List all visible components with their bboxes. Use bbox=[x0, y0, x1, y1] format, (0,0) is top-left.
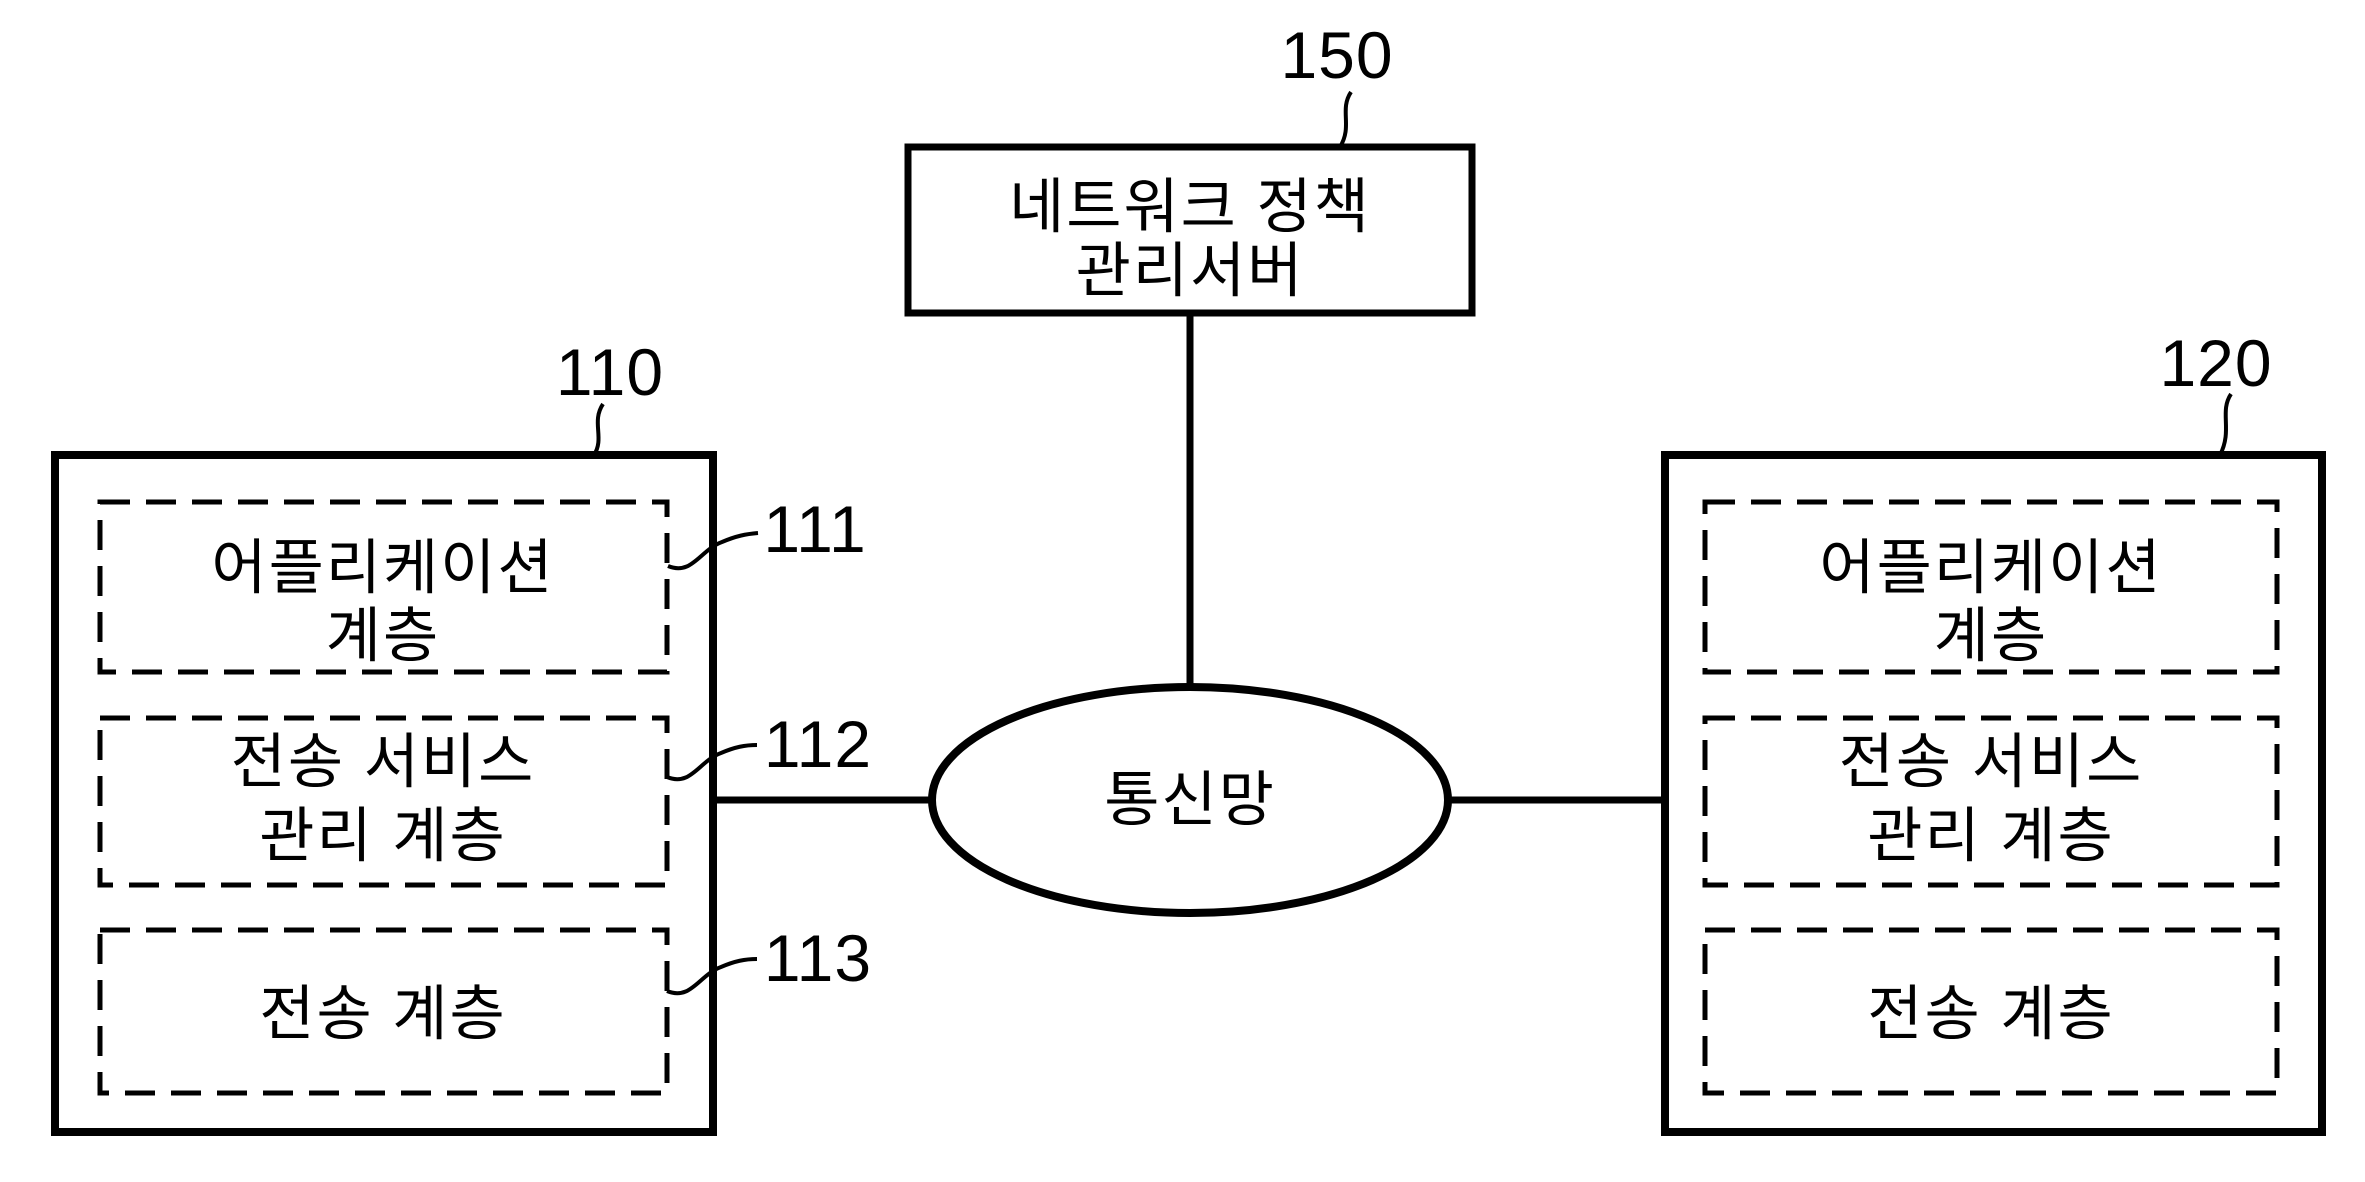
ref-label-150: 150 bbox=[1280, 18, 1393, 92]
ref-113-leader-line bbox=[666, 957, 758, 996]
device-left-layer-transport-box bbox=[97, 927, 670, 1096]
device-left-layer-transport-service-line2: 관리 계층 bbox=[259, 803, 506, 870]
device-right-layer-application-box bbox=[1702, 499, 2280, 675]
ref-112-leader-line bbox=[666, 743, 758, 782]
device-right-layer-transport-line1: 전송 계층 bbox=[1867, 981, 2114, 1048]
device-left-box bbox=[51, 451, 717, 1136]
device-left-layer-transport-line1: 전송 계층 bbox=[259, 981, 506, 1048]
device-left-layer-application-line2: 계층 bbox=[326, 603, 440, 670]
ref-150-leader-line bbox=[1338, 90, 1353, 149]
device-left-layer-application-line1: 어플리케이션 bbox=[211, 535, 554, 602]
network-ellipse bbox=[928, 683, 1452, 917]
policy-server-label-line1: 네트워크 정책 bbox=[1009, 174, 1371, 241]
policy-server-label-line2: 관리서버 bbox=[1076, 238, 1305, 305]
ref-label-112: 112 bbox=[764, 707, 872, 781]
policy-server-box bbox=[904, 143, 1476, 317]
device-right-layer-transport-box bbox=[1702, 927, 2280, 1096]
network-label: 통신망 bbox=[1104, 767, 1276, 834]
device-left-layer-transport-service-box bbox=[97, 715, 670, 888]
ref-label-113: 113 bbox=[764, 921, 872, 995]
ref-label-110: 110 bbox=[556, 335, 664, 409]
device-right-layer-application-line2: 계층 bbox=[1934, 603, 2048, 670]
device-right-layer-transport-service-line2: 관리 계층 bbox=[1867, 803, 2114, 870]
ref-111-leader-line bbox=[667, 531, 759, 571]
ref-120-leader-line bbox=[2218, 392, 2233, 456]
ref-label-120: 120 bbox=[2159, 326, 2272, 400]
ref-label-111: 111 bbox=[763, 492, 866, 566]
device-left-layer-application-box bbox=[97, 499, 670, 675]
device-right-box bbox=[1661, 451, 2326, 1136]
device-right-layer-application-line1: 어플리케이션 bbox=[1819, 535, 2162, 602]
device-left-layer-transport-service-line1: 전송 서비스 bbox=[231, 729, 536, 796]
device-right-layer-transport-service-line1: 전송 서비스 bbox=[1839, 729, 2144, 796]
ref-110-leader-line bbox=[592, 402, 605, 457]
device-right-layer-transport-service-box bbox=[1702, 715, 2280, 888]
